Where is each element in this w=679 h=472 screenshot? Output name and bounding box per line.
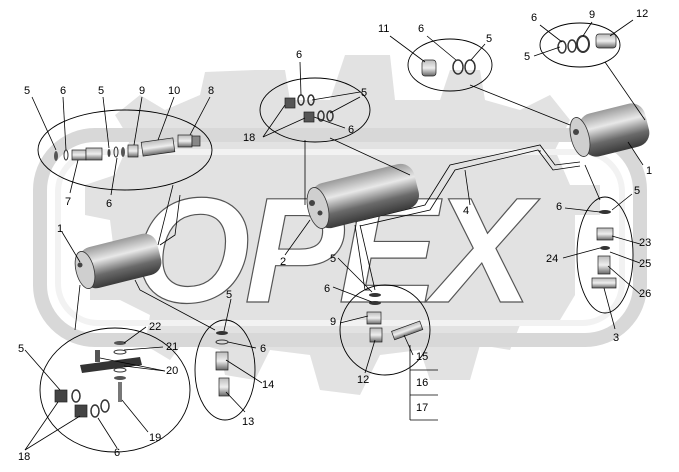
callout-25: 25 [639,258,651,270]
callout-5: 5 [24,85,30,97]
callout-26: 26 [639,288,651,300]
callout-7: 7 [65,196,71,208]
callout-5: 5 [98,85,104,97]
callout-11: 11 [378,23,389,35]
callout-3: 3 [613,332,619,344]
parts-right [591,210,617,289]
callout-5: 5 [524,51,530,63]
callout-8: 8 [208,85,214,97]
parts-top-right [557,33,617,54]
cylinder-center [306,163,420,229]
table-row-16: 16 [416,377,428,389]
callout-9: 9 [139,85,145,97]
callout-6: 6 [114,447,120,459]
callout-22: 22 [149,321,161,333]
parts-lower-middle [215,331,230,397]
callout-6: 6 [418,23,424,35]
connector-lines [74,61,646,331]
callout-18: 18 [243,132,255,144]
callout-labels: 5 6 5 9 10 8 7 6 6 5 6 18 11 6 5 6 9 12 … [18,8,652,463]
callout-9: 9 [330,316,336,328]
callout-6: 6 [106,198,112,210]
callout-12: 12 [357,374,369,386]
table-row-17: 17 [416,402,428,414]
callout-5: 5 [18,343,24,355]
callout-21: 21 [166,341,178,353]
callout-9: 9 [589,9,595,21]
callout-4: 4 [463,205,469,217]
callout-5: 5 [634,185,640,197]
callout-13: 13 [242,416,254,428]
callout-19: 19 [149,432,161,444]
cylinder-left [74,233,162,289]
callout-6: 6 [531,12,537,24]
callout-6: 6 [260,343,266,355]
group-ellipses [37,22,634,453]
callout-20: 20 [166,365,178,377]
callout-18: 18 [18,451,30,463]
parts-top-mid-right [421,59,476,77]
callout-12: 12 [636,8,648,20]
table-row-15: 15 [416,351,428,363]
leader-lines [24,19,644,451]
callout-2: 2 [280,256,286,268]
callout-6: 6 [324,283,330,295]
callout-1: 1 [646,165,652,177]
parts-bottom-left [54,341,142,418]
pipe-lines [134,144,581,331]
callout-5: 5 [226,289,232,301]
callout-10: 10 [168,85,180,97]
callout-23: 23 [639,237,651,249]
callout-6: 6 [556,201,562,213]
cylinder-top-right [569,103,650,157]
parts-center-bottom [366,293,424,343]
parts-top-left [54,134,201,161]
callout-14: 14 [262,379,274,391]
part-table: 15 16 17 [409,345,438,421]
callout-1: 1 [57,223,63,235]
callout-6: 6 [296,49,302,61]
callout-5: 5 [330,253,336,265]
callout-6: 6 [60,85,66,97]
callout-5: 5 [361,87,367,99]
callout-5: 5 [486,33,492,45]
callout-24: 24 [546,253,558,265]
callout-6: 6 [348,124,354,136]
